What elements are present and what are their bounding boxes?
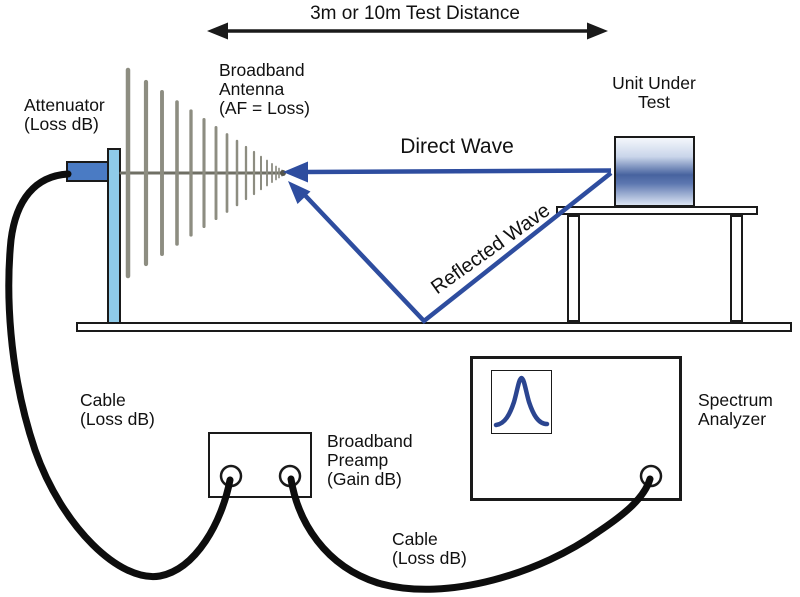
direct-wave-arrow [283,161,612,183]
arrow-left-icon [207,22,228,40]
cable-left-label-line1: Cable [80,390,126,410]
attenuator-label-line2: (Loss dB) [24,114,99,134]
table-top [556,206,758,215]
antenna-label-line2: Antenna [219,79,285,99]
preamp-label-line1: Broadband [327,431,413,451]
preamp-label-line2: Preamp [327,450,389,470]
antenna-label-line3: (AF = Loss) [219,98,310,118]
spectrum-analyzer-label-line2: Analyzer [698,409,767,429]
reflected-wave-label: Reflected Wave [427,199,555,299]
analyzer-screen [491,370,552,434]
table-leg-left [567,215,580,322]
cable-left-label: Cable (Loss dB) [80,391,155,429]
attenuator-label-line1: Attenuator [24,95,105,115]
spectrum-analyzer-label-line1: Spectrum [698,390,773,410]
uut-label: Unit Under Test [604,74,704,112]
cable-left-label-line2: (Loss dB) [80,409,155,429]
direct-wave-label: Direct Wave [400,135,514,158]
arrow-right-icon [587,22,608,40]
distance-arrow [207,22,608,40]
uut-label-line2: Test [637,92,671,112]
antenna-mast [107,148,121,324]
direct-wave-arrowhead-icon [283,161,308,183]
attenuator-box [66,161,109,182]
test-distance-label: 3m or 10m Test Distance [310,3,520,24]
ground-plane [76,322,792,332]
reflected-wave-arrow [288,171,613,325]
spectrum-analyzer-label: Spectrum Analyzer [698,391,773,429]
preamp-label: Broadband Preamp (Gain dB) [327,432,413,489]
uut-label-line1: Unit Under [612,73,696,93]
preamp-box [208,432,312,498]
cable-bottom-label-line2: (Loss dB) [392,548,467,568]
antenna-label: Broadband Antenna (AF = Loss) [219,61,310,118]
cable-bottom-label-line1: Cable [392,529,438,549]
reflected-wave-arrowhead-icon [288,181,311,204]
antenna-label-line1: Broadband [219,60,305,80]
cable-bottom-label: Cable (Loss dB) [392,530,467,568]
attenuator-label: Attenuator (Loss dB) [24,96,105,134]
antenna-tip [280,170,286,176]
table-leg-right [730,215,743,322]
uut-box [614,136,695,207]
preamp-label-line3: (Gain dB) [327,469,402,489]
